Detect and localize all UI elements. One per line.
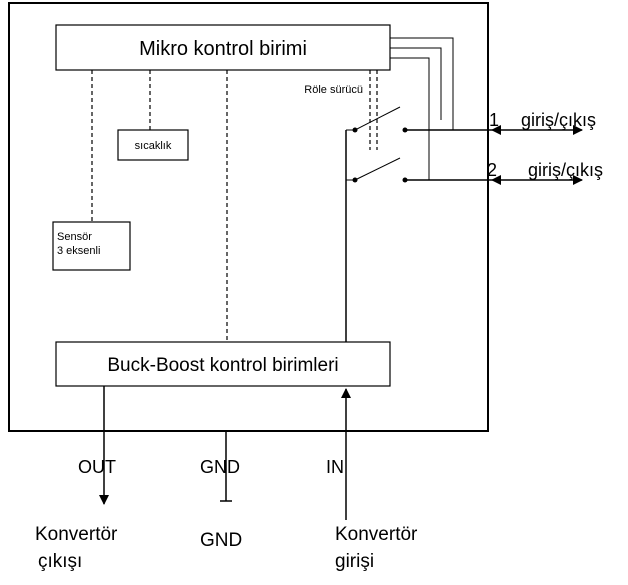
in-label: IN [326,457,344,477]
out-caption-line1: Konvertör [35,524,118,545]
temperature-box [117,129,189,161]
out-label: OUT [78,457,116,477]
mcu-box [55,24,391,71]
gnd-caption: GND [200,530,242,551]
io1-number: 1 [489,110,499,130]
relay-switch-1 [352,106,453,133]
gnd-port-label: GND [200,457,240,477]
temperature-label: sıcaklık [135,140,172,152]
io1-label: giriş/çıkış [521,110,596,130]
buck-boost-box [55,341,391,387]
relay-driver-label: Röle sürücü [304,84,363,96]
in-caption-line1: Konvertör [335,524,418,545]
mcu-io1-wire [390,37,454,130]
io2-number: 2 [487,160,497,180]
sensor-label-line2: 3 eksenli [57,245,100,257]
in-caption-line2: girişi [335,551,374,572]
mcu-label: Mikro kontrol birimi [139,38,307,60]
sensor-box [52,221,131,271]
mcu-io2-wire [390,47,442,120]
mcu-io3-wire [390,57,430,180]
out-caption-line2: çıkışı [38,551,82,572]
buck-boost-label: Buck-Boost kontrol birimleri [107,355,338,376]
sensor-label-line1: Sensör [57,231,92,243]
io2-label: giriş/çıkış [528,160,603,180]
